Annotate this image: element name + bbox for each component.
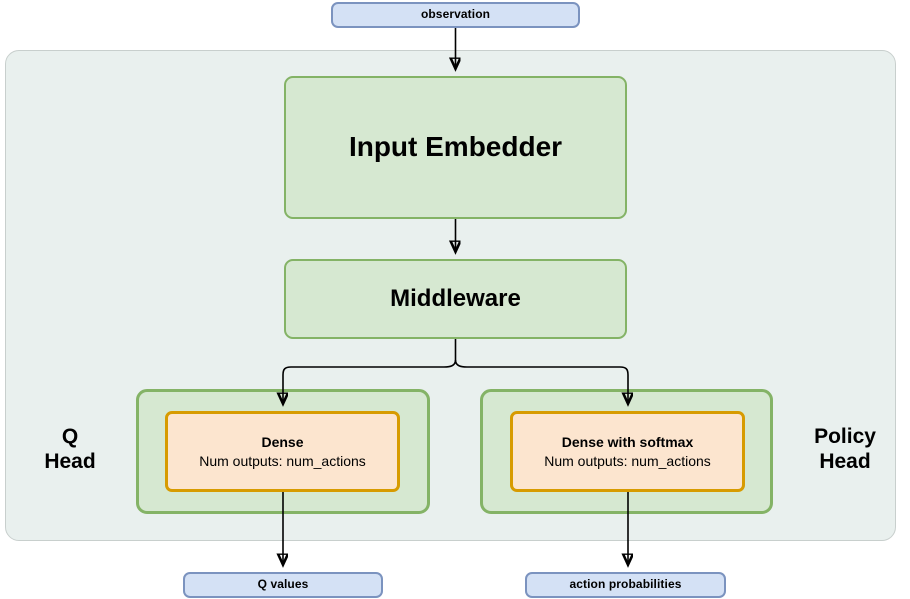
action-probabilities-label: action probabilities [569,577,682,592]
q-head-dense-detail: Num outputs: num_actions [199,453,366,469]
observation-node[interactable]: observation [331,2,580,28]
input-embedder-label: Input Embedder [348,131,563,163]
q-head-dense-node[interactable]: Dense Num outputs: num_actions [165,411,400,492]
q-head-caption: Q Head [20,415,120,485]
policy-head-caption-line1: Policy [814,425,876,449]
policy-head-dense-detail: Num outputs: num_actions [544,453,711,469]
q-head-caption-line1: Q [61,425,79,449]
q-head-caption-line2: Head [44,450,96,473]
policy-head-dense-title: Dense with softmax [561,433,694,450]
observation-label: observation [420,7,491,22]
input-embedder-node[interactable]: Input Embedder [284,76,627,219]
action-probabilities-output-node[interactable]: action probabilities [525,572,726,598]
q-head-dense-title: Dense [261,433,304,450]
q-values-label: Q values [257,577,309,592]
q-values-output-node[interactable]: Q values [183,572,383,598]
policy-head-dense-node[interactable]: Dense with softmax Num outputs: num_acti… [510,411,745,492]
policy-head-caption-line2: Head [819,450,871,473]
middleware-label: Middleware [390,285,521,313]
middleware-node[interactable]: Middleware [284,259,627,339]
policy-head-caption: Policy Head [790,415,900,485]
